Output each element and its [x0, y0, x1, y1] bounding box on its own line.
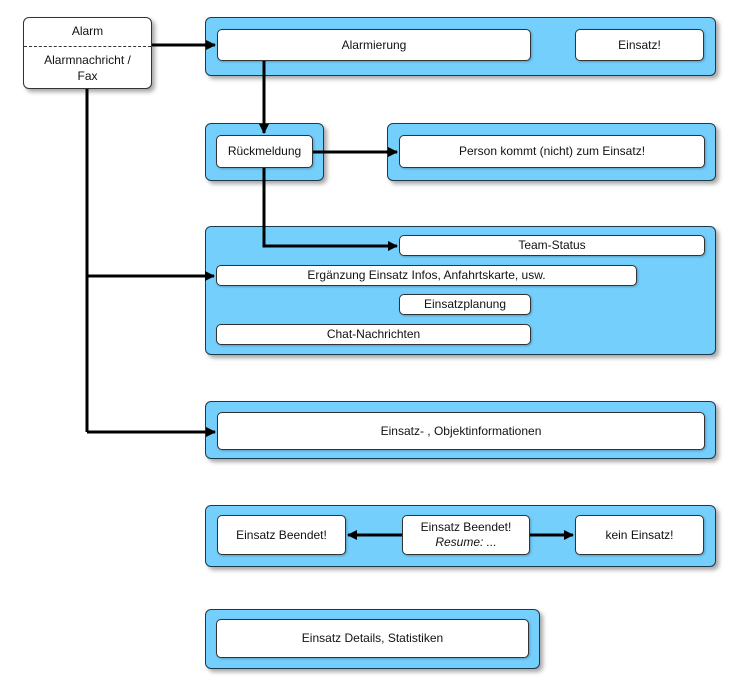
einsatz-beendet-center-box: Einsatz Beendet! Resume: ...: [402, 515, 530, 555]
kein-einsatz-box: kein Einsatz!: [575, 515, 704, 555]
einsatzplanung-box: Einsatzplanung: [399, 294, 531, 315]
einsatz-beendet-left-box: Einsatz Beendet!: [217, 515, 346, 555]
einsatz-box: Einsatz!: [575, 29, 704, 61]
details-box: Einsatz Details, Statistiken: [216, 619, 529, 658]
rueckmeldung-box: Rückmeldung: [216, 135, 313, 168]
objektinfo-box: Einsatz- , Objektinformationen: [217, 412, 705, 450]
ergaenzung-box: Ergänzung Einsatz Infos, Anfahrtskarte, …: [216, 265, 637, 286]
arrow-rueckmeldung-to-team-status: [262, 168, 398, 251]
ende-center-line1: Einsatz Beendet!: [420, 520, 512, 534]
alarm-title: Alarm: [71, 24, 104, 38]
chat-nachrichten-box: Chat-Nachrichten: [216, 324, 531, 345]
ende-center-line2: Resume: ...: [435, 535, 497, 549]
dashed-divider: [24, 46, 151, 47]
alarm-source-box: Alarm Alarmnachricht / Fax: [23, 17, 152, 89]
person-box: Person kommt (nicht) zum Einsatz!: [399, 135, 705, 168]
alarm-subtitle: Alarmnachricht / Fax: [44, 53, 131, 83]
alarmierung-box: Alarmierung: [217, 29, 531, 61]
team-status-box: Team-Status: [399, 235, 705, 256]
